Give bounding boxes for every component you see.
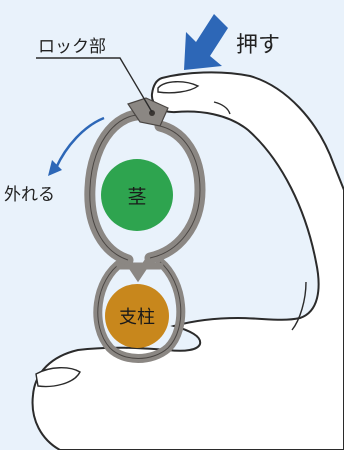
- support-circle: [105, 284, 169, 348]
- palm-crease: [291, 281, 307, 331]
- stem-label: 茎: [127, 186, 146, 208]
- stem-circle: [101, 159, 173, 231]
- clip-right-arm-outline: [149, 125, 201, 259]
- hand-illustration: [31, 71, 344, 450]
- lock-part-label: ロック部: [38, 37, 106, 57]
- lock-part: [127, 97, 169, 127]
- thumb-nail: [35, 367, 81, 388]
- curved-arrow-head: [48, 160, 62, 176]
- support-label: 支柱: [119, 307, 155, 328]
- finger-crease: [213, 101, 231, 115]
- finger-nail: [157, 81, 200, 94]
- down-left-arrow-icon: [184, 14, 228, 70]
- curved-arrow-icon: [54, 116, 105, 169]
- lock-part-leader: [36, 57, 153, 113]
- clip-lower-loop-outline: [97, 261, 182, 359]
- clip-left-arm-outline: [89, 114, 151, 261]
- push-label: 押す: [236, 33, 280, 58]
- release-label: 外れる: [4, 185, 55, 205]
- lock-part-dot: [149, 110, 155, 116]
